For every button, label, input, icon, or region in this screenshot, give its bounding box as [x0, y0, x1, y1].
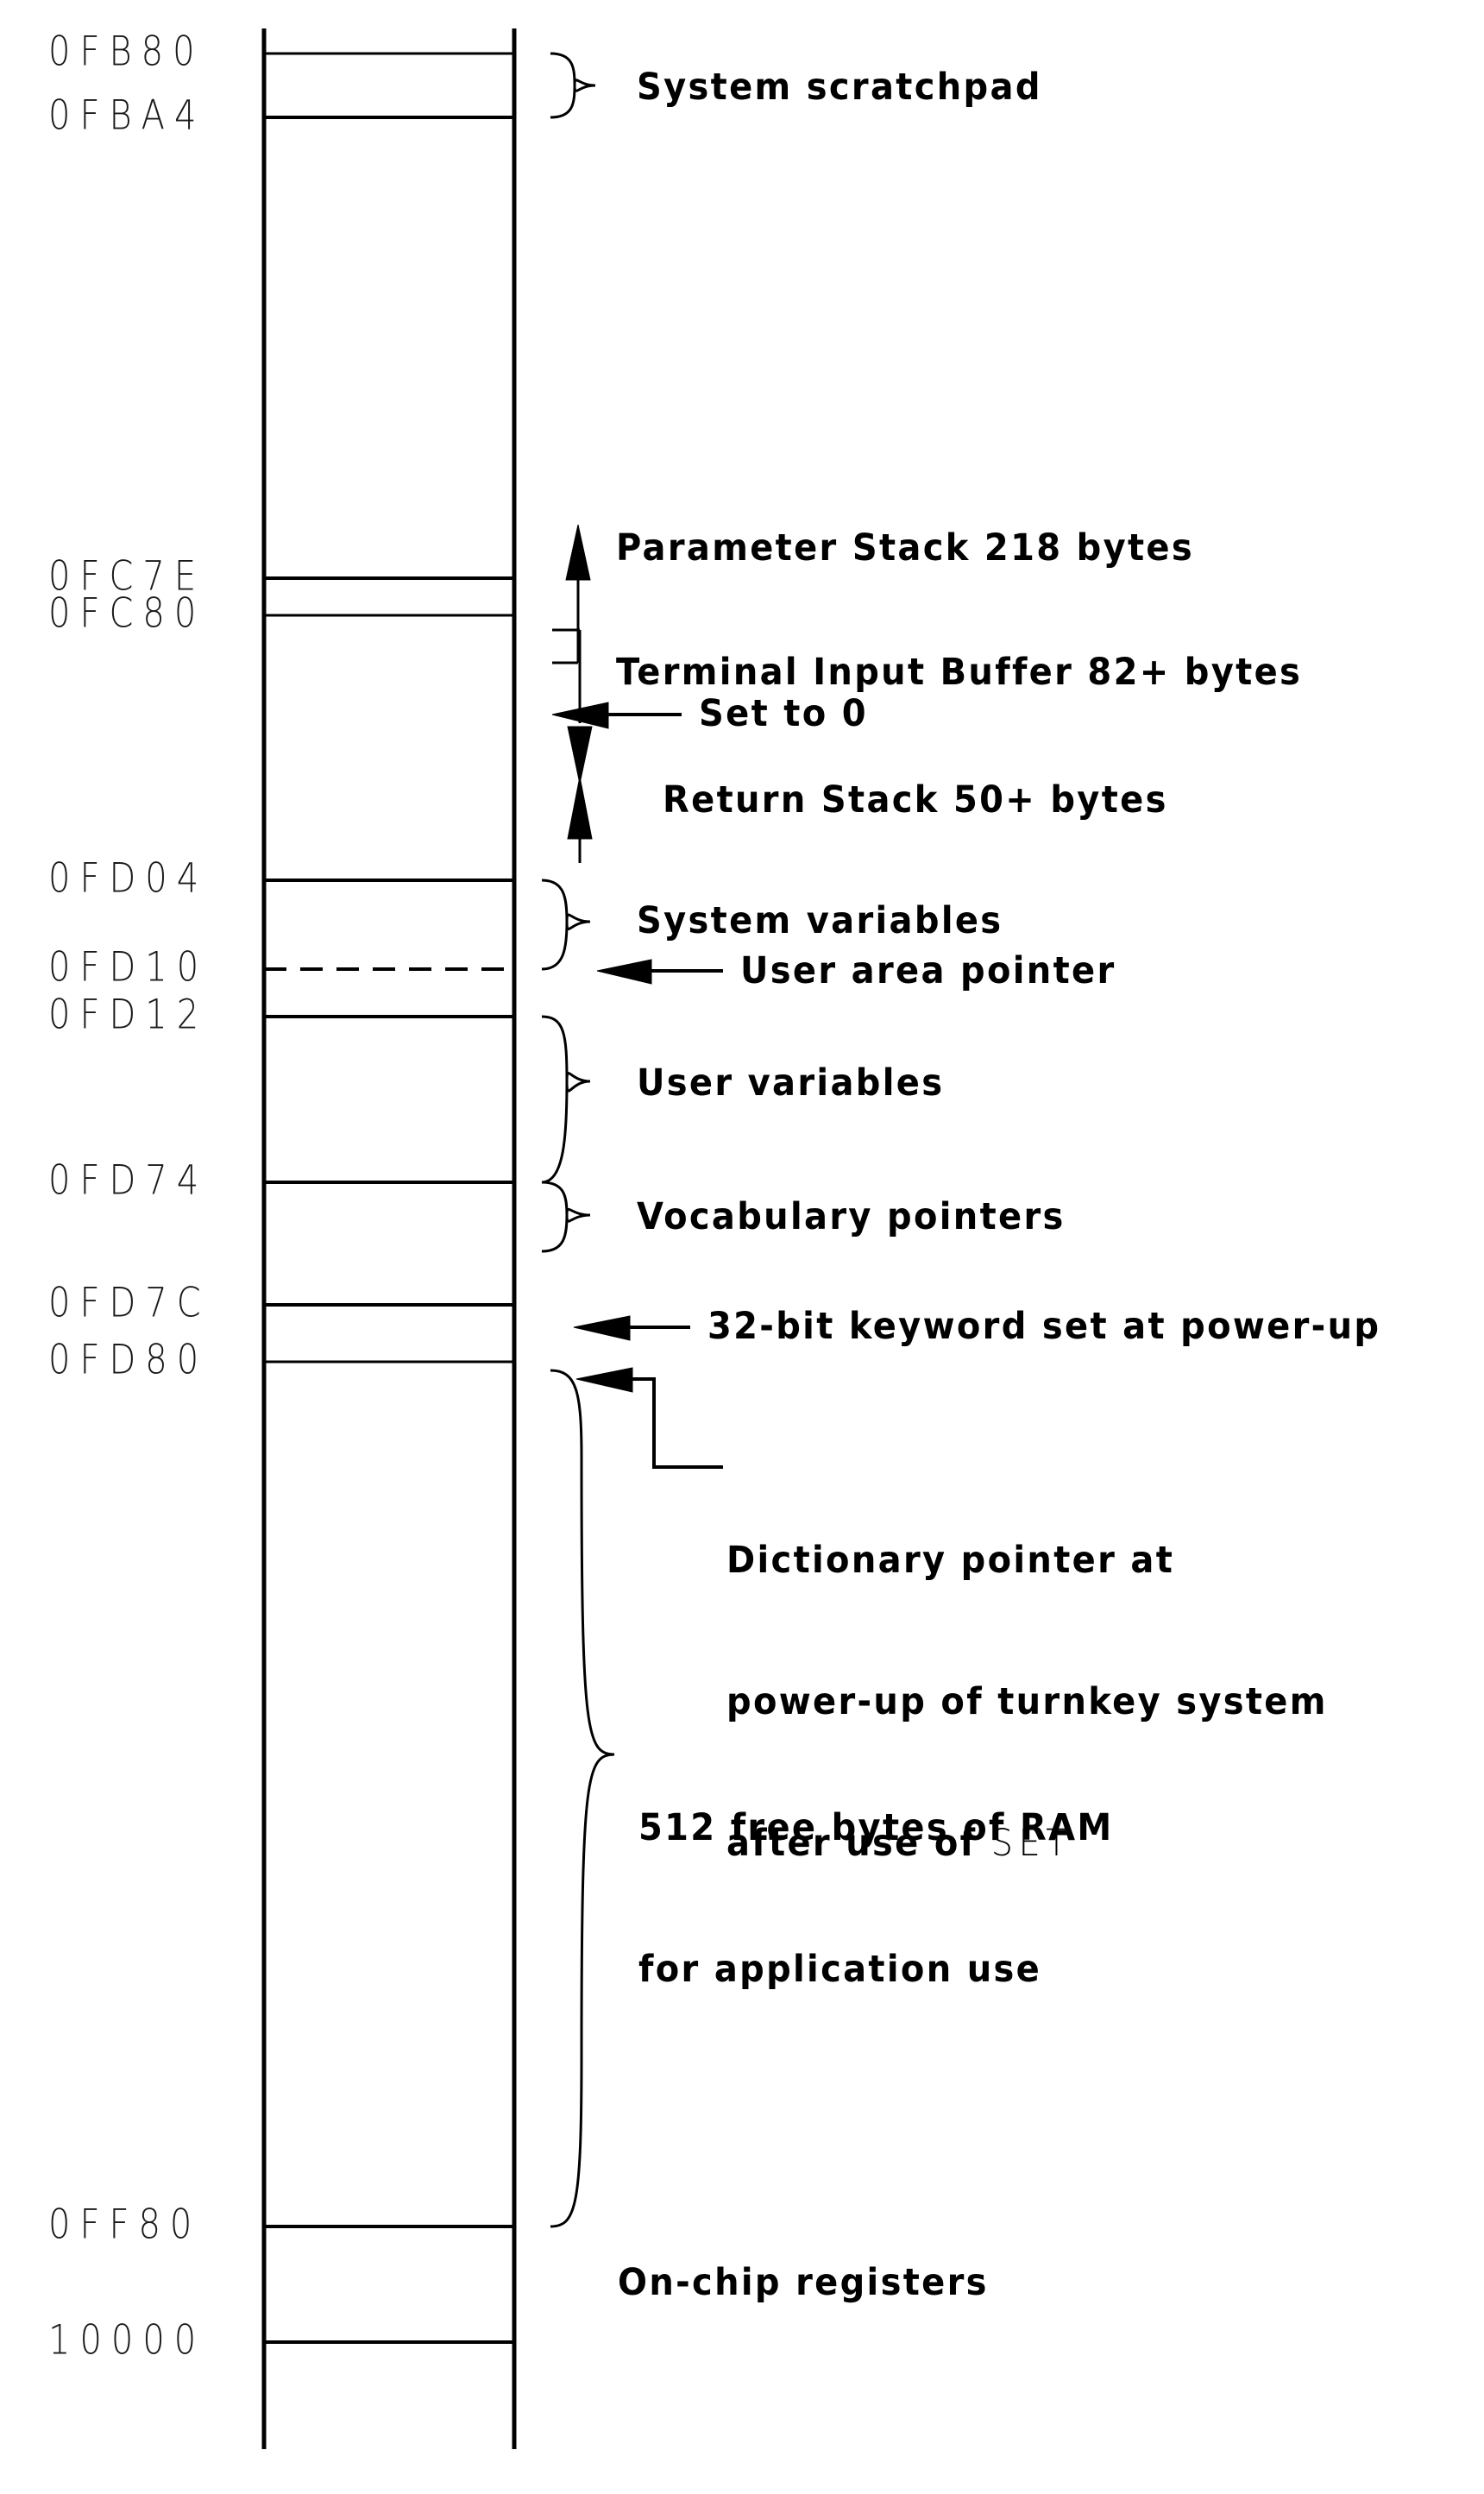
brace-system-scratchpad — [550, 52, 596, 119]
label-on-chip-registers: On-chip registers — [618, 2261, 989, 2304]
arrow-up-return-stack-head — [567, 776, 593, 840]
label-system-variables: System variables — [637, 899, 1003, 942]
label-user-area-pointer: User area pointer — [740, 949, 1116, 992]
label-parameter-stack: Parameter Stack 218 bytes — [616, 526, 1194, 570]
address-label-0FD10: 0FD10 — [48, 943, 209, 992]
address-label-0FD74: 0FD74 — [48, 1156, 209, 1205]
label-return-stack: Return Stack 50+ bytes — [663, 778, 1168, 822]
address-label-0FB80: 0FB80 — [48, 28, 204, 76]
address-label-0FC80: 0FC80 — [48, 589, 206, 638]
brace-user-variables — [541, 1015, 591, 1184]
dictionary-pointer-elbow-leader — [630, 1377, 723, 1469]
arrow-left-dictionary-pointer-head — [575, 1367, 633, 1393]
label-terminal-input-buffer: Terminal Input Buffer 82+ bytes — [616, 651, 1303, 694]
address-label-10000: 10000 — [48, 2316, 206, 2365]
label-free-ram: 512 free bytes of RAM for application us… — [638, 1710, 1114, 2088]
dict-line-3-prefix: after use of — [726, 1821, 991, 1865]
address-label-0FF80: 0FF80 — [48, 2201, 202, 2249]
address-label-0FD7C: 0FD7C — [48, 1279, 211, 1327]
address-label-0FC7E: 0FC7E — [48, 552, 206, 601]
free-ram-line-2: for application use — [638, 1948, 1042, 1992]
label-vocabulary-pointers: Vocabulary pointers — [637, 1195, 1066, 1238]
dict-line-3: after use of SET — [726, 1820, 1328, 1867]
dict-line-3-set-keyword: SET — [990, 1821, 1073, 1865]
arrow-down-tib-head — [567, 726, 593, 784]
address-label-0FD12: 0FD12 — [48, 991, 209, 1039]
arrow-left-user-area-pointer-head — [596, 959, 652, 985]
address-label-0FD80: 0FD80 — [48, 1336, 209, 1384]
label-user-variables: User variables — [637, 1061, 945, 1105]
free-ram-line-1: 512 free bytes of RAM — [638, 1806, 1114, 1850]
label-system-scratchpad: System scratchpad — [637, 66, 1042, 109]
brace-system-variables — [541, 879, 591, 971]
brace-vocabulary-pointers — [541, 1181, 591, 1253]
dict-line-2: power-up of turnkey system — [726, 1680, 1328, 1724]
dict-line-1: Dictionary pointer at — [726, 1539, 1175, 1583]
arrow-up-parameter-stack-head — [565, 524, 591, 581]
address-label-0FD04: 0FD04 — [48, 854, 209, 903]
address-label-0FBA4: 0FBA4 — [48, 91, 206, 140]
arrow-left-keyword-set-head — [573, 1315, 631, 1341]
label-dictionary-pointer: Dictionary pointer at power-up of turnke… — [726, 1443, 1328, 1962]
brace-free-ram — [550, 1369, 615, 2228]
label-keyword-set: 32-bit keyword set at power-up — [707, 1305, 1381, 1348]
label-set-to-zero: Set to 0 — [699, 692, 868, 735]
